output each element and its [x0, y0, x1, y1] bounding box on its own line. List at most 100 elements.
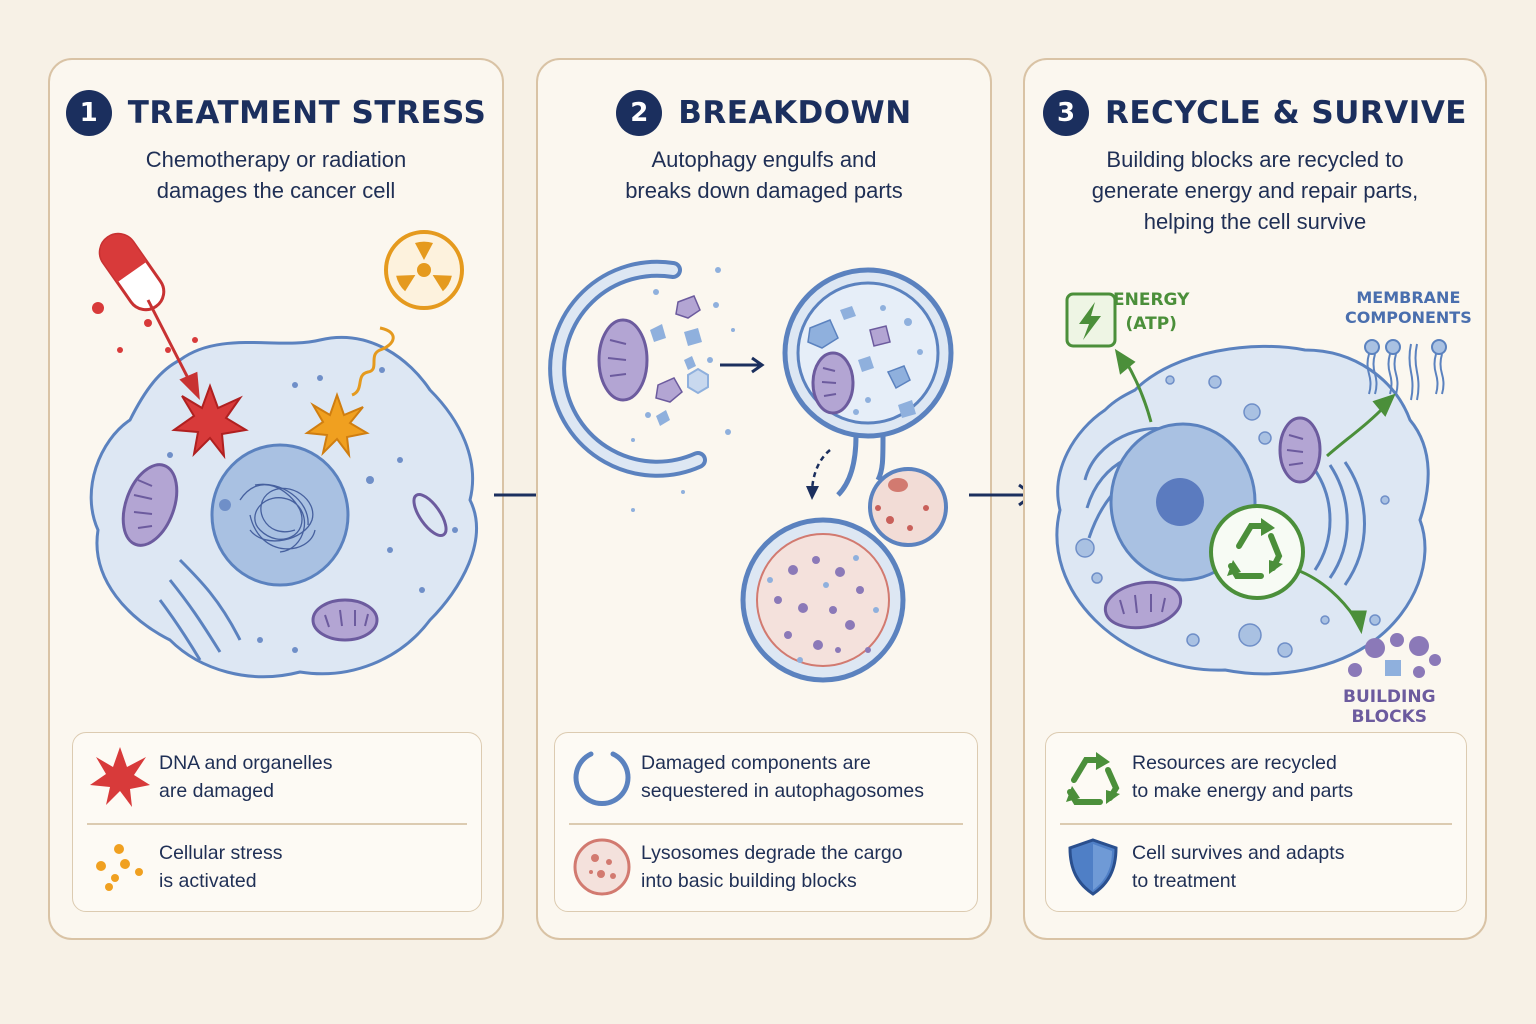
info-text: DNA and organelles are damaged: [159, 749, 332, 805]
info-line: Cell survives and adapts: [1132, 842, 1345, 864]
info-line: to treatment: [1132, 870, 1237, 892]
autolysosome: [740, 517, 906, 683]
info-line: into basic building blocks: [641, 870, 857, 892]
step-description: Building blocks are recycled to generate…: [1035, 144, 1475, 237]
endoplasmic-reticulum: [158, 558, 242, 661]
mitochondrion-icon: [597, 318, 649, 402]
energy-arrow: [1114, 348, 1153, 423]
radiation-wave: [351, 326, 395, 397]
step-description: Autophagy engulfs and breaks down damage…: [548, 144, 980, 206]
burst-icon: [81, 746, 159, 808]
panel-breakdown: 2 BREAKDOWN Autophagy engulfs and breaks…: [536, 58, 992, 940]
dna-tangle: [239, 483, 316, 553]
info-row: Damaged components are sequestered in au…: [555, 733, 977, 821]
membrane-arrow: [1326, 393, 1396, 458]
info-row: Cell survives and adapts to treatment: [1046, 823, 1466, 911]
recycle-icon: [1209, 504, 1305, 600]
mitochondrion-icon: [1103, 580, 1183, 630]
info-box: DNA and organelles are damaged Cellular …: [72, 732, 482, 912]
mitochondrion-icon: [311, 598, 379, 642]
energy-label-line: (ATP): [1125, 314, 1177, 334]
divider: [569, 823, 963, 825]
lysosome: [868, 467, 948, 547]
energy-label: ENERGY (ATP): [1113, 288, 1189, 336]
ring-icon: [563, 746, 641, 808]
shield-icon: [1054, 836, 1132, 898]
info-row: Lysosomes degrade the cargo into basic b…: [555, 823, 977, 911]
chemotherapy-pill-icon: [98, 232, 166, 312]
treatment-stress-illustration: [89, 230, 478, 679]
info-text: Damaged components are sequestered in au…: [641, 749, 924, 805]
info-text: Cellular stress is activated: [159, 839, 283, 895]
info-box: Damaged components are sequestered in au…: [554, 732, 978, 912]
panel-title: 1 TREATMENT STRESS: [50, 90, 502, 136]
building-blocks-arrow: [1296, 568, 1367, 635]
membrane-label: MEMBRANE COMPONENTS: [1345, 288, 1472, 328]
phagophore: [548, 259, 735, 512]
step-title: RECYCLE & SURVIVE: [1104, 95, 1467, 131]
info-line: DNA and organelles: [159, 752, 333, 774]
info-line: Lysosomes degrade the cargo: [641, 842, 903, 864]
panel-treatment-stress: 1 TREATMENT STRESS Chemotherapy or radia…: [48, 58, 504, 940]
building-label-line: BUILDING: [1343, 687, 1436, 707]
cancer-cell: [89, 335, 478, 679]
description-line: Chemotherapy or radiation: [145, 147, 407, 172]
fusion-arrow-icon: [806, 449, 831, 500]
step-number-badge: 3: [1042, 90, 1089, 136]
info-line: are damaged: [159, 780, 274, 802]
membrane-label-line: MEMBRANE: [1356, 288, 1461, 307]
panel-title: 2 BREAKDOWN: [538, 90, 990, 136]
breakdown-illustration: [548, 259, 954, 683]
mitochondrion-icon: [121, 463, 179, 547]
info-row: Cellular stress is activated: [73, 823, 481, 911]
surviving-cell: [1055, 344, 1430, 676]
golgi-apparatus: [1313, 461, 1366, 586]
info-line: Cellular stress: [159, 842, 283, 864]
mitochondrion-icon: [811, 351, 855, 415]
autophagosome: [782, 267, 954, 439]
step-description: Chemotherapy or radiation damages the ca…: [60, 144, 492, 206]
description-line: Building blocks are recycled to: [1106, 147, 1404, 172]
energy-label-line: ENERGY: [1113, 290, 1190, 310]
info-line: sequestered in autophagosomes: [641, 780, 924, 802]
description-line: helping the cell survive: [1143, 209, 1367, 234]
dna-damage-burst: [171, 383, 249, 460]
radiation-icon: [384, 230, 464, 310]
lysosome-icon: [563, 836, 641, 898]
description-line: breaks down damaged parts: [625, 178, 903, 203]
info-text: Cell survives and adapts to treatment: [1132, 839, 1344, 895]
recycle-icon: [1054, 746, 1132, 808]
description-line: generate energy and repair parts,: [1091, 178, 1419, 203]
step-number-badge: 1: [65, 90, 112, 136]
building-label-line: BLOCKS: [1351, 707, 1428, 727]
building-blocks-label: BUILDING BLOCKS: [1343, 687, 1436, 727]
mitochondrion-icon: [412, 493, 448, 537]
info-text: Lysosomes degrade the cargo into basic b…: [641, 839, 903, 895]
recycle-survive-illustration: [1055, 292, 1447, 678]
dots-icon: [81, 842, 159, 892]
divider: [1060, 823, 1452, 825]
info-line: is activated: [159, 870, 257, 892]
info-line: to make energy and parts: [1132, 780, 1354, 802]
membrane-label-line: COMPONENTS: [1345, 308, 1472, 327]
info-line: Resources are recycled: [1132, 752, 1337, 774]
info-box: Resources are recycled to make energy an…: [1045, 732, 1467, 912]
panel-recycle-survive: 3 RECYCLE & SURVIVE Building blocks are …: [1023, 58, 1487, 940]
step-arrow-icon: [720, 356, 765, 374]
chemo-arrow: [146, 299, 200, 400]
divider: [87, 823, 467, 825]
description-line: Autophagy engulfs and: [651, 147, 877, 172]
info-text: Resources are recycled to make energy an…: [1132, 749, 1353, 805]
atp-energy-icon: [1065, 292, 1117, 348]
description-line: damages the cancer cell: [156, 178, 396, 203]
radiation-damage-burst: [304, 391, 370, 459]
info-line: Damaged components are: [641, 752, 871, 774]
mitochondrion-icon: [1278, 416, 1322, 484]
step-title: TREATMENT STRESS: [127, 95, 487, 131]
info-row: DNA and organelles are damaged: [73, 733, 481, 821]
info-row: Resources are recycled to make energy an…: [1046, 733, 1466, 821]
step-number-badge: 2: [616, 90, 663, 136]
phospholipid-icon: [1364, 339, 1447, 401]
step-title: BREAKDOWN: [678, 95, 912, 131]
building-blocks-icon: [1348, 633, 1441, 678]
